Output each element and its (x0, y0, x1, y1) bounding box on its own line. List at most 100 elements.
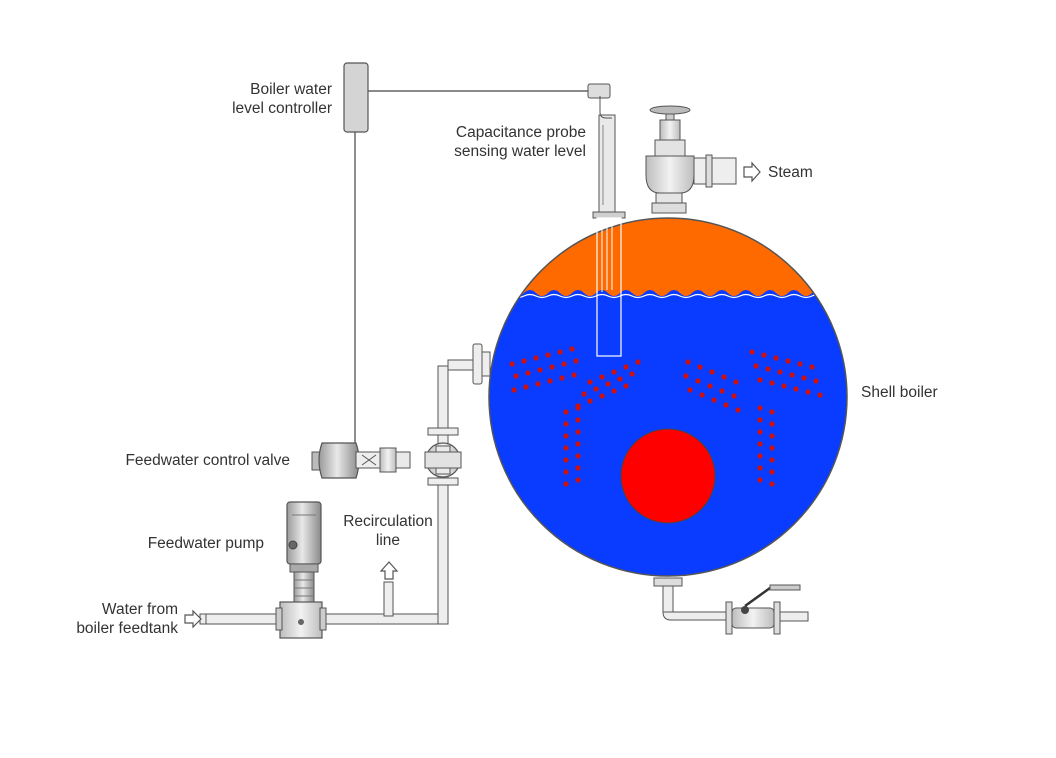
steam-bubble (511, 387, 517, 393)
steam-bubble (611, 369, 617, 375)
boiler-shell (489, 218, 847, 576)
steam-bubble (709, 369, 715, 375)
steam-bubble (563, 445, 569, 451)
steam-bubble (623, 383, 629, 389)
recirculation-label: Recirculation line (343, 513, 433, 549)
feedwater-pump[interactable] (275, 501, 327, 639)
steam-bubble (575, 417, 581, 423)
steam-bubble (549, 364, 555, 370)
steam-bubble (599, 393, 605, 399)
steam-bubble (569, 346, 575, 352)
steam-label: Steam (768, 164, 813, 181)
steam-bubble (769, 433, 775, 439)
steam-bubble (563, 421, 569, 427)
steam-bubble (563, 457, 569, 463)
steam-bubble (723, 402, 729, 408)
steam-bubbles (509, 346, 823, 487)
control-valve-label: Feedwater control valve (125, 452, 290, 469)
steam-bubble (635, 359, 641, 365)
steam-bubble (687, 387, 693, 393)
steam-bubble (735, 407, 741, 413)
steam-bubble (533, 355, 539, 361)
shell-boiler-label: Shell boiler (861, 384, 938, 401)
steam-bubble (605, 381, 611, 387)
steam-bubble (563, 409, 569, 415)
steam-bubble (695, 378, 701, 384)
steam-bubble (571, 372, 577, 378)
steam-bubble (683, 373, 689, 379)
water-surface-ripples (499, 293, 847, 299)
steam-bubble (769, 469, 775, 475)
steam-bubble (535, 381, 541, 387)
steam-bubble (769, 457, 775, 463)
steam-bubble (805, 389, 811, 395)
steam-bubble (559, 375, 565, 381)
steam-bubble (623, 364, 629, 370)
steam-bubble (769, 481, 775, 487)
steam-bubble (599, 374, 605, 380)
steam-bubble (719, 388, 725, 394)
steam-bubble (685, 359, 691, 365)
steam-bubble (733, 379, 739, 385)
steam-bubble (561, 361, 567, 367)
steam-bubble (793, 386, 799, 392)
steam-bubble (757, 477, 763, 483)
steam-space (489, 218, 847, 296)
feedtank-label: Water from boiler feedtank (76, 601, 178, 637)
steam-bubble (523, 384, 529, 390)
steam-bubble (563, 433, 569, 439)
steam-bubble (581, 391, 587, 397)
steam-bubble (757, 405, 763, 411)
arrow-right-icon (184, 609, 202, 629)
steam-bubble (731, 393, 737, 399)
steam-bubble (575, 405, 581, 411)
steam-bubble (509, 361, 515, 367)
steam-bubble (777, 369, 783, 375)
steam-bubble (813, 378, 819, 384)
steam-bubble (699, 392, 705, 398)
steam-bubble (611, 388, 617, 394)
steam-bubble (575, 441, 581, 447)
feed-pipework (199, 343, 491, 625)
steam-bubble (573, 358, 579, 364)
steam-bubble (753, 363, 759, 369)
steam-bubble (629, 371, 635, 377)
steam-outlet-valve[interactable] (645, 105, 737, 214)
steam-bubble (757, 417, 763, 423)
steam-bubble (563, 469, 569, 475)
steam-bubble (769, 421, 775, 427)
arrow-up-icon (379, 561, 399, 580)
steam-bubble (545, 352, 551, 358)
controller-label: Boiler water level controller (232, 81, 332, 117)
steam-bubble (781, 383, 787, 389)
steam-bubble (769, 445, 775, 451)
steam-bubble (537, 367, 543, 373)
steam-bubble (801, 375, 807, 381)
steam-bubble (711, 397, 717, 403)
steam-bubble (757, 465, 763, 471)
steam-bubble (765, 366, 771, 372)
steam-bubble (757, 453, 763, 459)
steam-bubble (593, 386, 599, 392)
steam-bubble (547, 378, 553, 384)
steam-bubble (617, 376, 623, 382)
steam-bubble (817, 392, 823, 398)
steam-bubble (789, 372, 795, 378)
steam-bubble (587, 398, 593, 404)
steam-bubble (761, 352, 767, 358)
steam-bubble (575, 465, 581, 471)
level-controller[interactable] (343, 62, 588, 447)
steam-bubble (557, 349, 563, 355)
steam-bubble (749, 349, 755, 355)
steam-bubble (757, 377, 763, 383)
steam-bubble (757, 441, 763, 447)
steam-bubble (757, 429, 763, 435)
steam-bubble (809, 364, 815, 370)
steam-bubble (513, 373, 519, 379)
steam-bubble (785, 358, 791, 364)
feedwater-control-valve[interactable] (311, 442, 411, 479)
steam-bubble (707, 383, 713, 389)
steam-bubble (697, 364, 703, 370)
isolation-valve[interactable] (424, 442, 462, 478)
blowdown-valve[interactable] (653, 577, 809, 635)
